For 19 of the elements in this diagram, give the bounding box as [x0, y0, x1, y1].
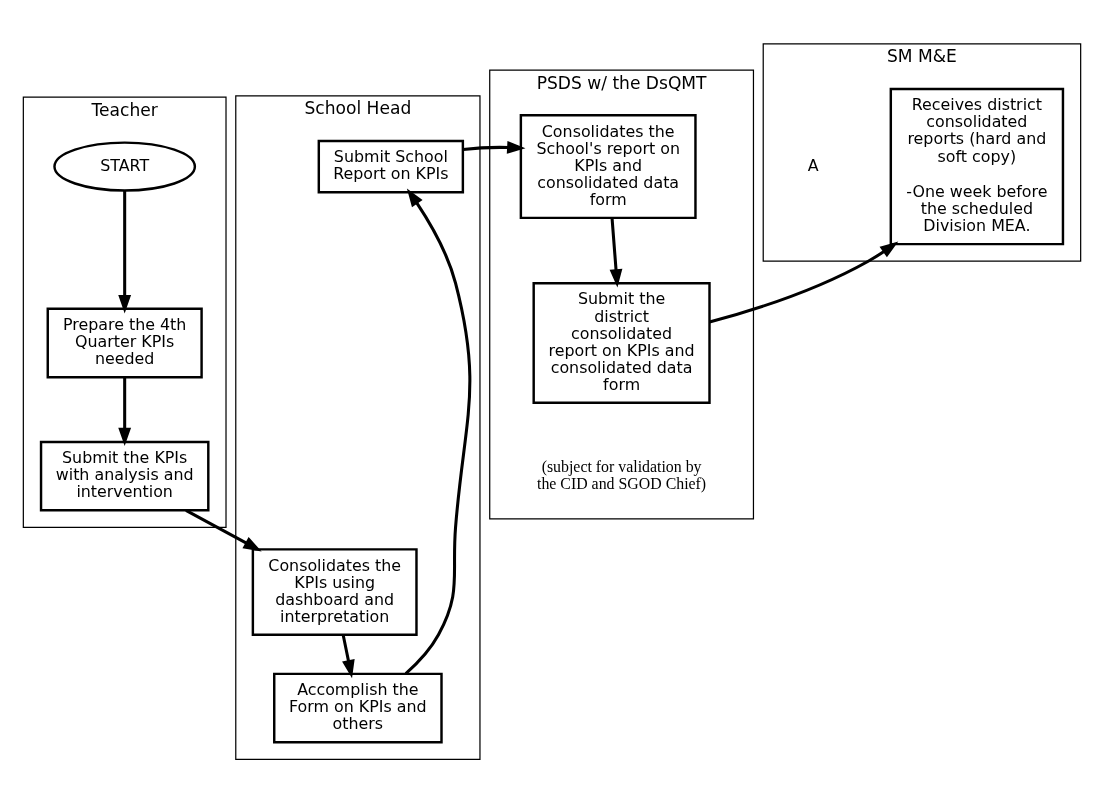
node-box: Prepare the 4th Quarter KPIs needed: [46, 307, 203, 379]
node-box: Submit the district consolidated report on KPIs and consolidated data form: [532, 281, 711, 405]
arrow: [709, 241, 899, 324]
node-label: (subject for validation by the CID and SGOD Chief): [537, 457, 707, 492]
node-ellipse: START: [53, 141, 197, 192]
arrow: [609, 218, 623, 288]
node-box: Accomplish the Form on KPIs and others: [273, 672, 443, 744]
node-box: Consolidates the KPIs using dashboard and interpretation: [251, 548, 418, 637]
arrow: [341, 634, 355, 679]
arrow: [118, 377, 132, 447]
node-box: Submit the KPIs with analysis and intervention: [39, 440, 210, 512]
arrow: [404, 188, 472, 675]
node-box: Submit School Report on KPIs: [317, 139, 465, 194]
node-box: Receives district consolidated reports (hard and soft copy) -One week before the scheduled Division MEA.: [889, 87, 1065, 246]
label: A: [807, 155, 819, 175]
arrow: [462, 141, 526, 154]
arrow: [185, 509, 262, 552]
arrow: [118, 190, 132, 314]
node-box: Consolidates the School's report on KPIs and consolidated data form: [519, 114, 697, 220]
